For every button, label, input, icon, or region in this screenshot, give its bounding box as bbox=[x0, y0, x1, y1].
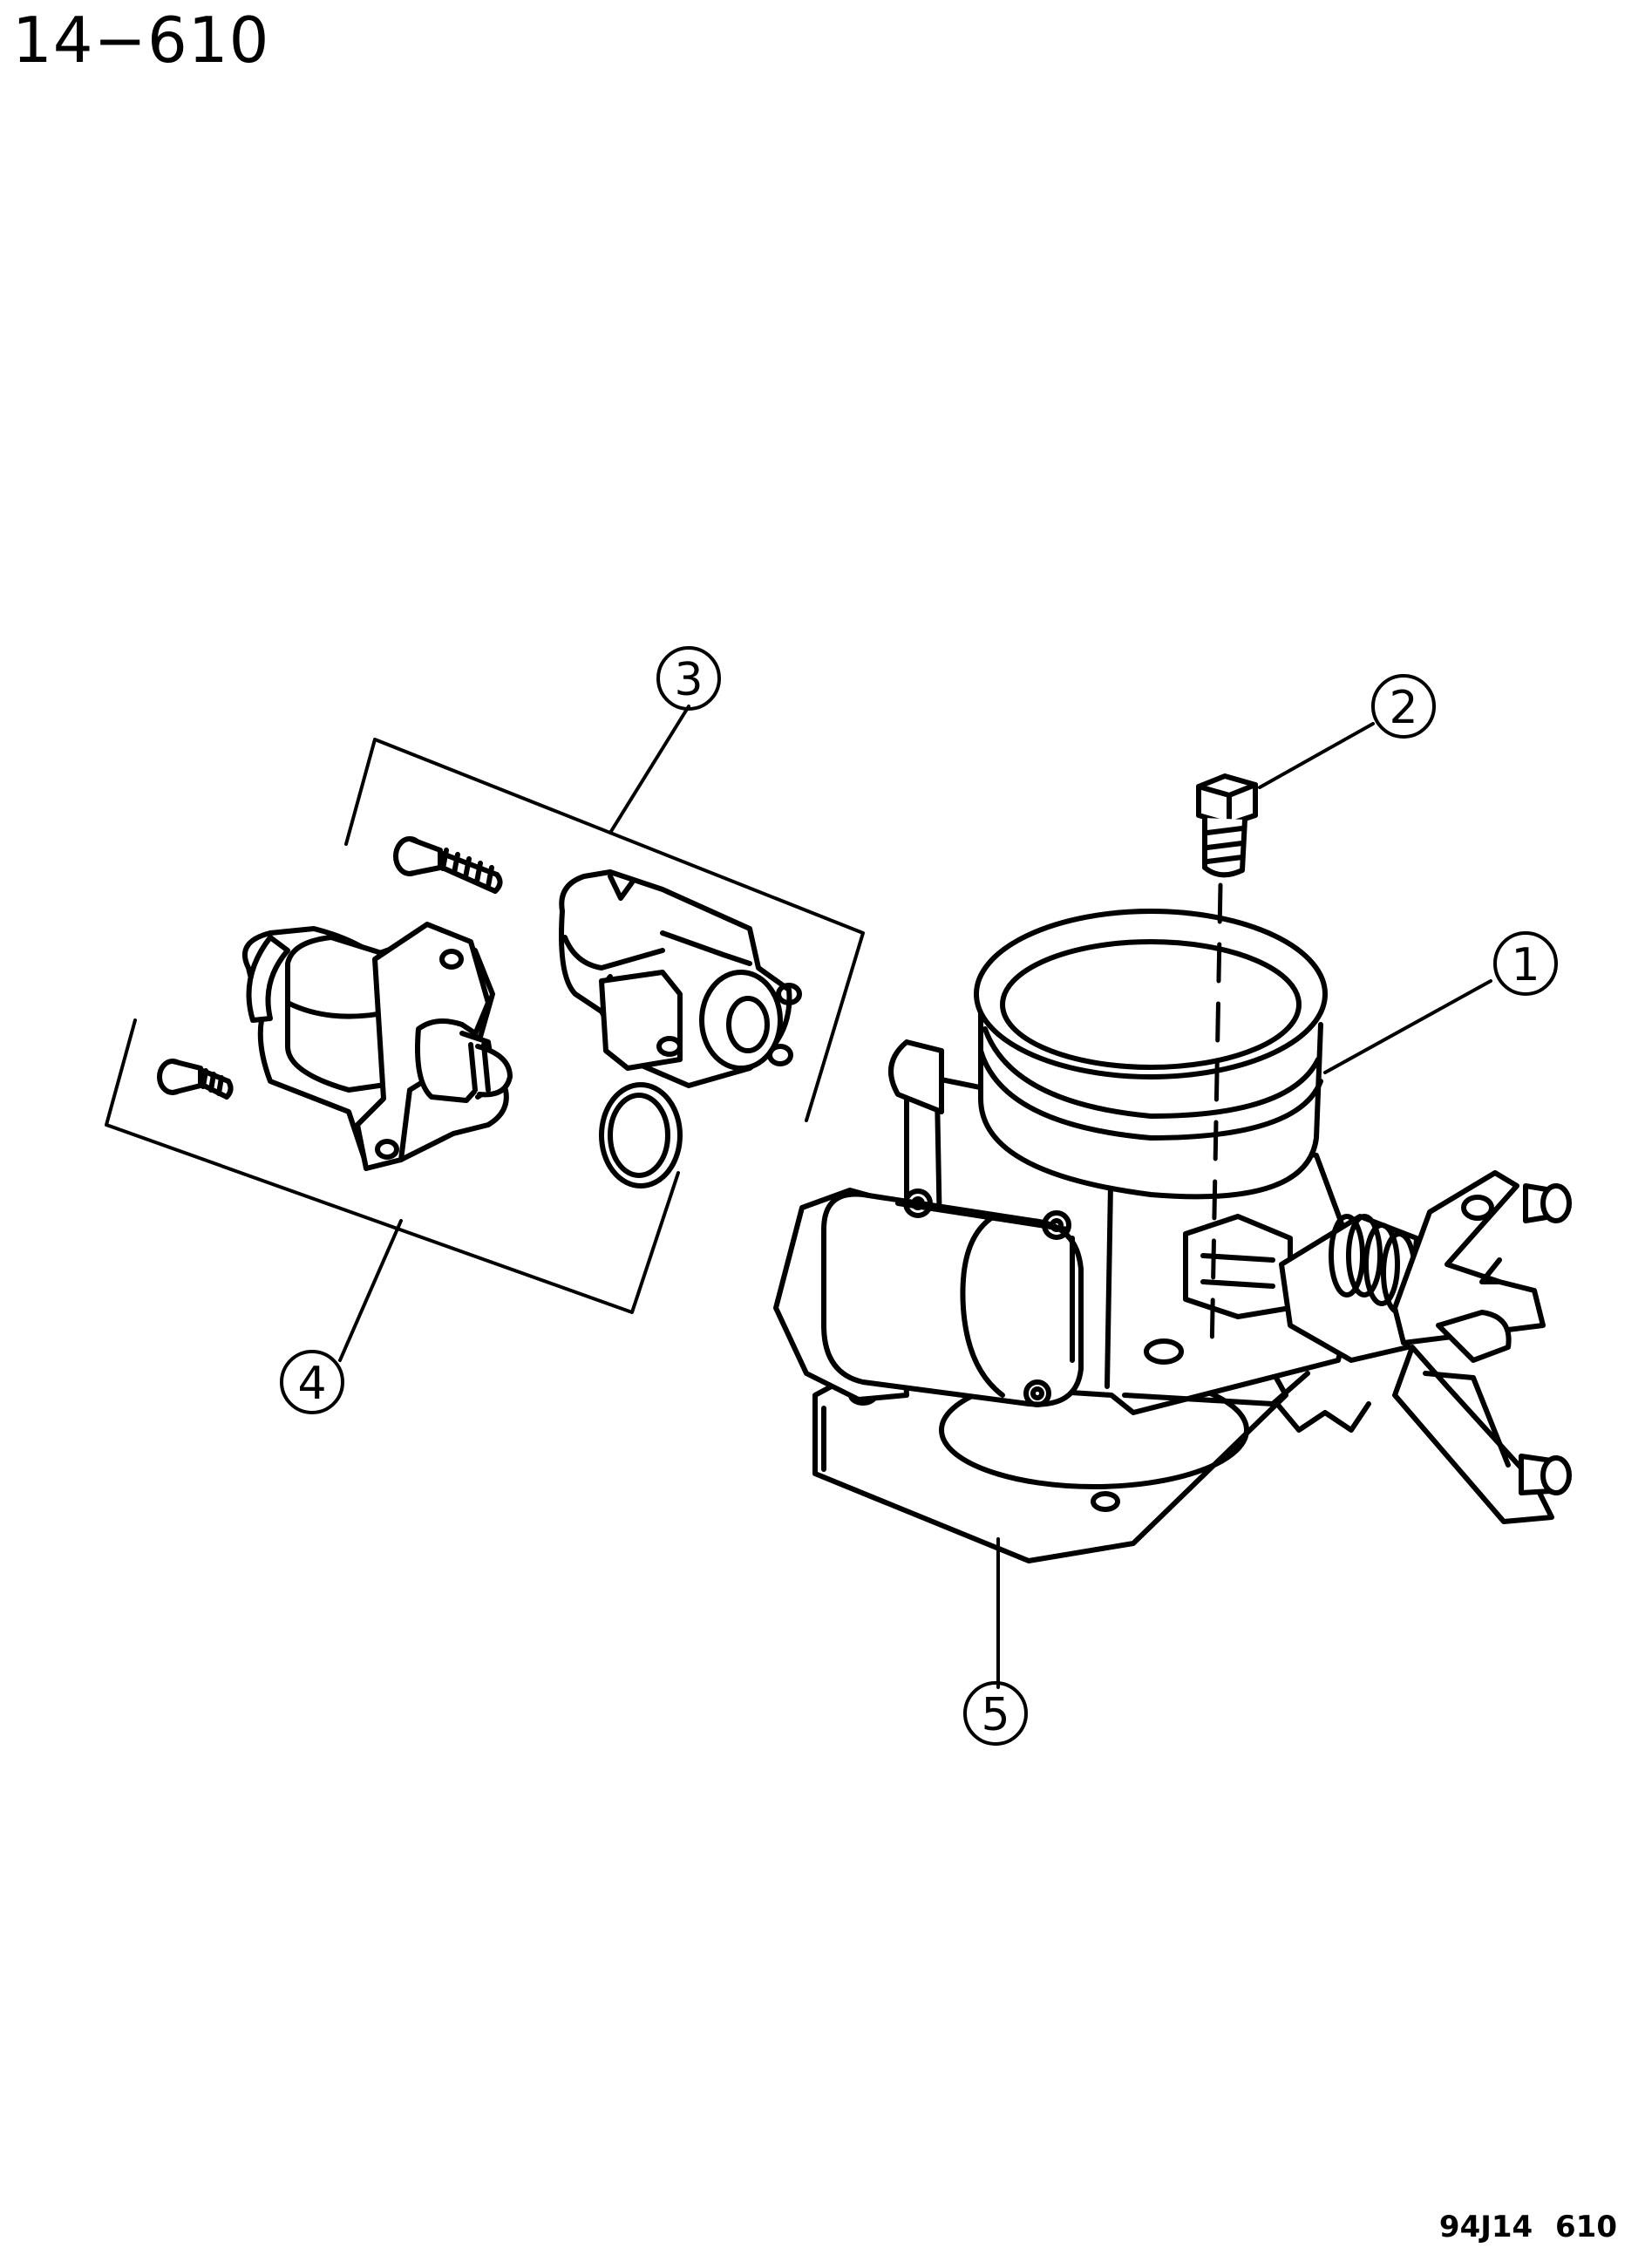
callout-circle-2 bbox=[1371, 674, 1436, 739]
leader-line-4 bbox=[338, 1219, 403, 1362]
callout-number-2: 2 bbox=[1389, 682, 1417, 734]
callout-circle-3 bbox=[656, 646, 721, 711]
throttle-position-sensor bbox=[393, 836, 802, 1188]
throttle-body-bolt bbox=[1196, 773, 1258, 1359]
throttle-body bbox=[773, 909, 1572, 1563]
sensor-screw bbox=[393, 836, 503, 894]
callout-number-5: 5 bbox=[981, 1689, 1009, 1741]
callout-circles bbox=[280, 646, 1558, 1746]
leader-lines bbox=[338, 705, 1492, 1689]
callout-circle-1 bbox=[1493, 931, 1558, 996]
leader-line-1 bbox=[1323, 979, 1492, 1074]
callout-number-3: 3 bbox=[674, 654, 703, 706]
throttle-lever bbox=[1392, 1170, 1572, 1524]
leader-line-3 bbox=[608, 705, 690, 834]
page-number: 14−610 bbox=[12, 3, 270, 77]
callout-number-1: 1 bbox=[1511, 939, 1540, 991]
callout-number-4: 4 bbox=[297, 1358, 326, 1410]
bracket-lines bbox=[105, 738, 865, 1314]
figure-code: 94J14 610 bbox=[1438, 2210, 1617, 2244]
motor-screw bbox=[157, 1059, 234, 1100]
idle-air-control-motor bbox=[157, 922, 513, 1171]
callout-circle-4 bbox=[280, 1350, 344, 1414]
leader-line-2 bbox=[1258, 722, 1375, 789]
callout-circle-5 bbox=[963, 1681, 1028, 1746]
o-ring bbox=[599, 1082, 683, 1188]
